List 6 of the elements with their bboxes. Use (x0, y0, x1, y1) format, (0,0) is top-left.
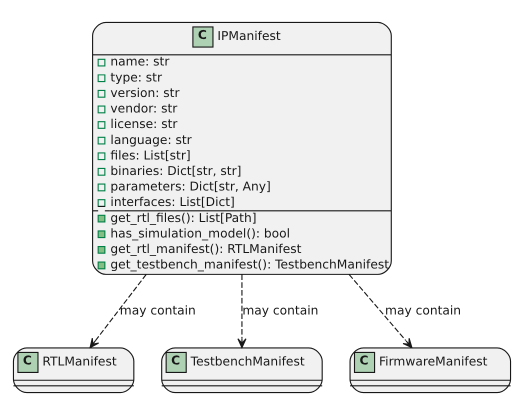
arrow (89, 274, 146, 348)
arrow (348, 274, 412, 348)
edge-label: may contain (242, 302, 318, 317)
edge-label: may contain (119, 302, 196, 317)
arrow (236, 274, 246, 348)
edge-label: may contain (384, 302, 461, 317)
